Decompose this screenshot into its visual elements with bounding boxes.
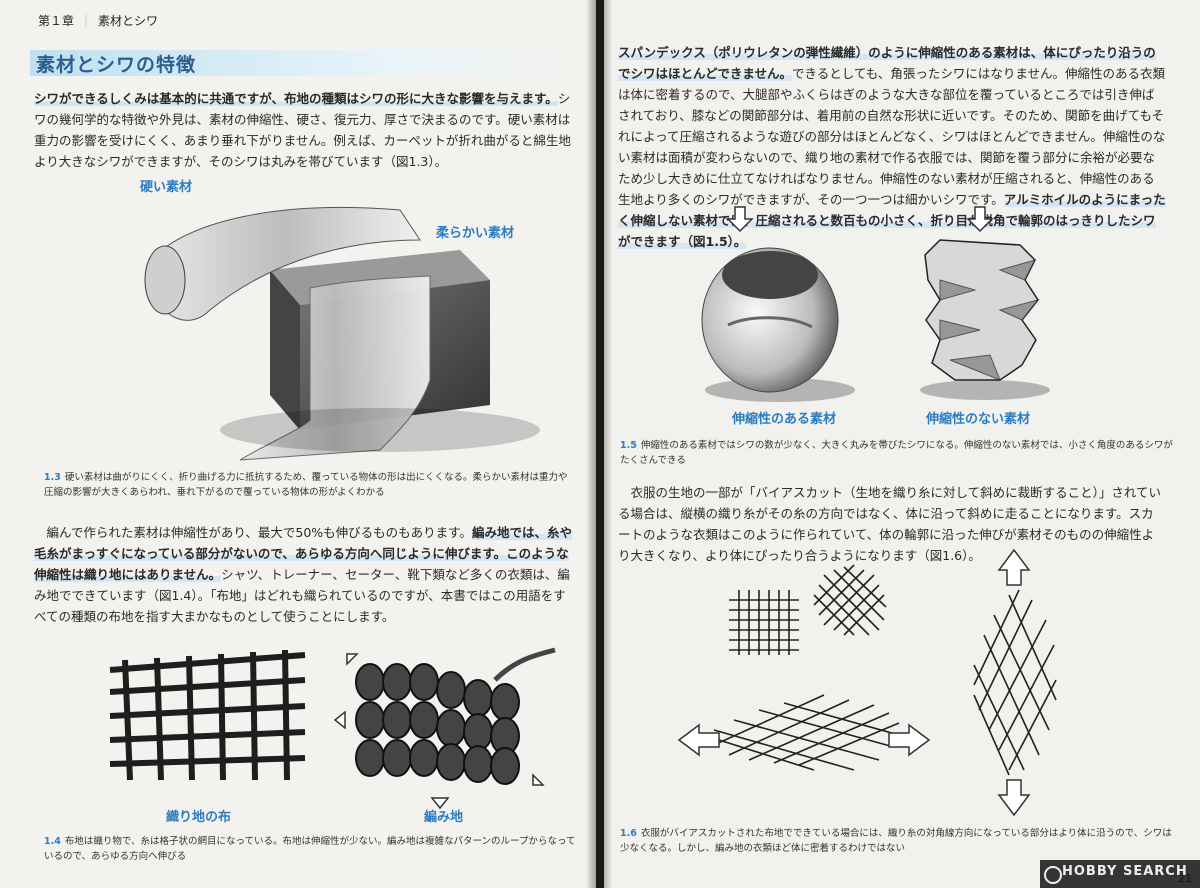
left-paragraph-1: シワができるしくみは基本的に共通ですが、布地の種類はシワの形に大きな影響を与えま… bbox=[34, 88, 574, 172]
caption-1-6-text: 衣服がバイアスカットされた布地でできている場合には、織り糸の対角線方向になってい… bbox=[620, 828, 1172, 854]
right-page: スパンデックス（ポリウレタンの弾性繊維）のように伸縮性のある素材は、体にぴったり… bbox=[604, 0, 1200, 888]
label-knit: 編み地 bbox=[424, 810, 464, 825]
left-p1-highlight: シワができるしくみは基本的に共通ですが、布地の種類はシワの形に大きな影響を与えま… bbox=[34, 91, 558, 106]
caption-1-3-text: 硬い素材は曲がりにくく、折り曲げる力に抵抗するため、覆っている物体の形は出にくく… bbox=[44, 472, 568, 498]
caption-1-6-number: 1.6 bbox=[620, 828, 637, 839]
right-p2-text: 衣服の生地の一部が「バイアスカット（生地を織り糸に対して斜めに裁断すること）」さ… bbox=[618, 485, 1162, 563]
left-page: 第１章｜素材とシワ 素材とシワの特徴 シワができるしくみは基本的に共通ですが、布… bbox=[0, 0, 596, 888]
caption-1-5-text: 伸縮性のある素材ではシワの数が少なく、大きく丸みを帯びたシワになる。伸縮性のない… bbox=[620, 440, 1173, 466]
watermark-band bbox=[1040, 860, 1200, 888]
label-woven: 織り地の布 bbox=[166, 810, 232, 825]
right-p1-text: できるとしても、角張ったシワにはなりません。伸縮性のある衣類は体に密着するので、… bbox=[618, 66, 1166, 207]
left-paragraph-2: 編んで作られた素材は伸縮性があり、最大で50%も伸びるものもあります。編み地では… bbox=[34, 522, 574, 627]
left-p2-text-b: シャツ、トレーナー、セーター、靴下類など多くの衣類は、編み地でできています（図1… bbox=[34, 567, 570, 624]
figure-1-3-drape bbox=[144, 206, 540, 461]
watermark-text: HOBBY SEARCH bbox=[1062, 864, 1188, 879]
label-soft-material: 柔らかい素材 bbox=[436, 226, 515, 241]
right-paragraph-1: スパンデックス（ポリウレタンの弾性繊維）のように伸縮性のある素材は、体にぴったり… bbox=[618, 42, 1166, 252]
figure-1-6-bias bbox=[677, 548, 1057, 817]
title-band bbox=[30, 50, 572, 76]
chapter-section: 素材とシワ bbox=[98, 14, 159, 28]
book-gutter bbox=[586, 0, 612, 888]
page-title: 素材とシワの特徴 bbox=[36, 54, 197, 76]
figure-1-4-woven-knit bbox=[109, 647, 556, 810]
left-p1-text: シワの幾何学的な特徴や外見は、素材の伸縮性、硬さ、復元力、厚さで決まるのです。硬… bbox=[34, 91, 571, 169]
right-paragraph-2: 衣服の生地の一部が「バイアスカット（生地を織り糸に対して斜めに裁断すること）」さ… bbox=[618, 482, 1166, 566]
chapter-header: 第１章｜素材とシワ bbox=[38, 14, 159, 28]
watermark-logo-icon bbox=[1044, 866, 1062, 884]
caption-1-4-text: 布地は織り物で、糸は格子状の網目になっている。布地は伸縮性が少ない。編み地は複雑… bbox=[44, 836, 576, 862]
caption-1-4-number: 1.4 bbox=[44, 836, 61, 847]
chapter-number: 第１章 bbox=[38, 14, 75, 28]
label-stretchy: 伸縮性のある素材 bbox=[732, 412, 837, 427]
figure-1-5-objects bbox=[701, 206, 1050, 402]
label-hard-material: 硬い素材 bbox=[140, 180, 193, 195]
left-p2-text-a: 編んで作られた素材は伸縮性があり、最大で50%も伸びるものもあります。 bbox=[46, 525, 472, 540]
label-non-stretchy: 伸縮性のない素材 bbox=[926, 412, 1031, 427]
caption-1-3-number: 1.3 bbox=[44, 472, 61, 483]
caption-1-5-number: 1.5 bbox=[620, 440, 637, 451]
